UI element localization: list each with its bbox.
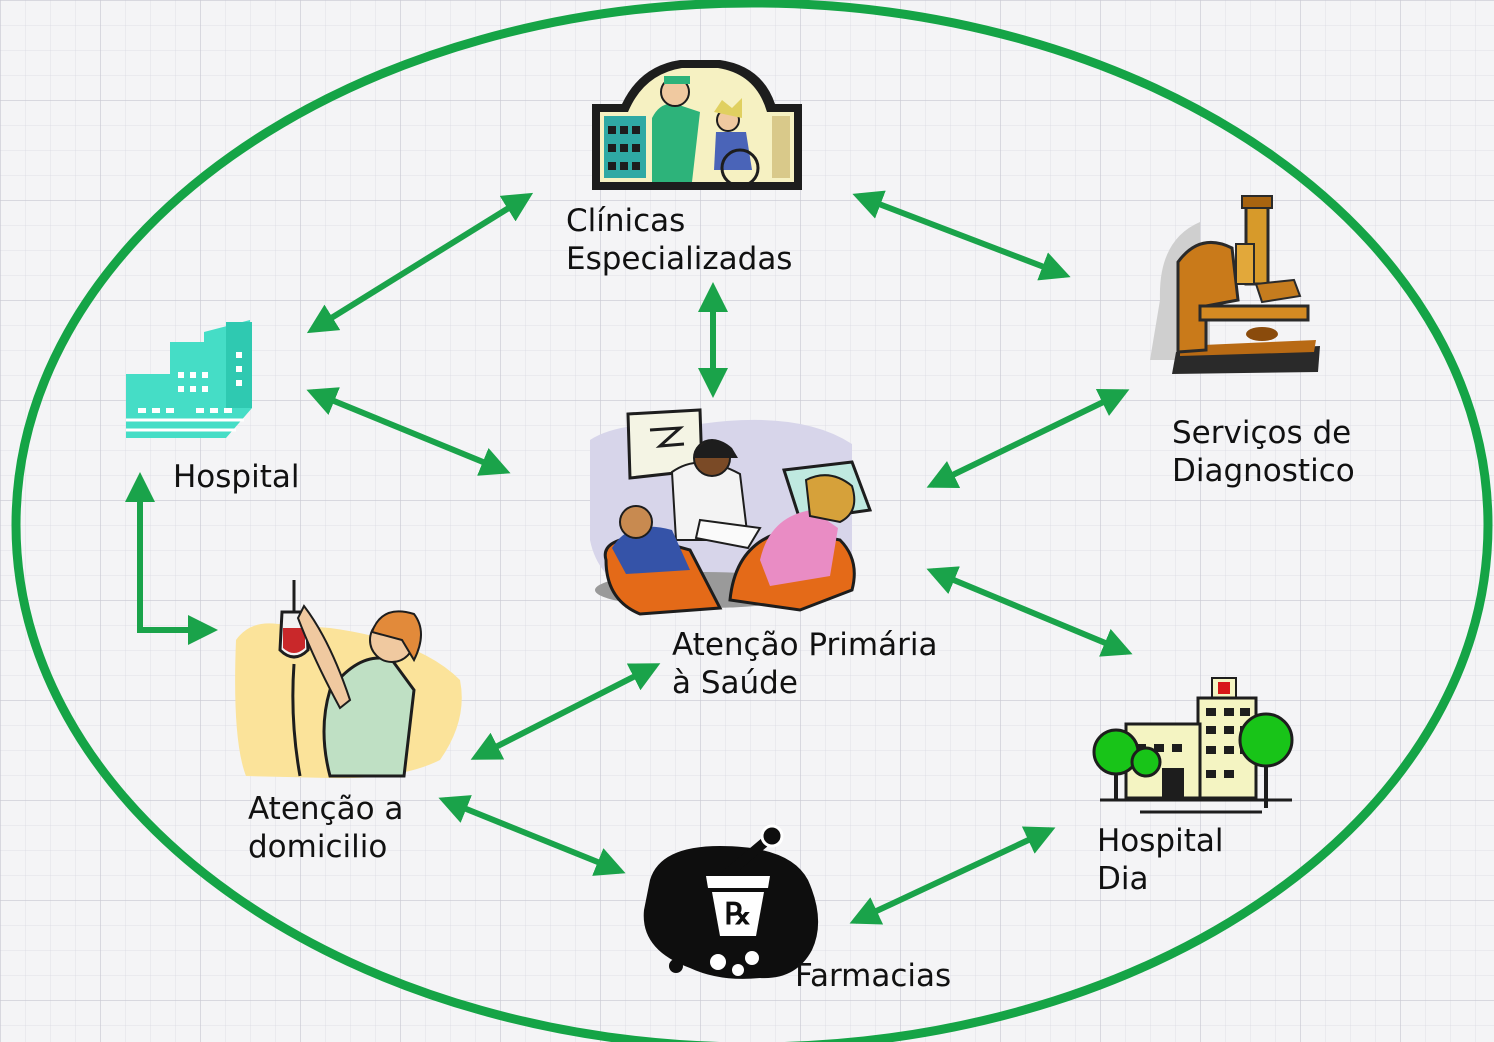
arrow-domicilio-farmacias [438,795,626,876]
arrow-aps-hospital-dia [926,566,1133,657]
arrow-hospital-aps [306,387,511,476]
hospital-label: Hospital [173,459,300,495]
microscope-icon [1150,195,1320,374]
hospital-trees-icon [1092,677,1294,814]
rx-mortar-icon: ℞ [643,824,819,979]
nurse-iv-drip-icon [235,580,462,779]
arrow-hospital-clinicas [306,192,534,334]
clinicas-label: Clínicas Especializadas [566,203,793,277]
hospital-building-icon [126,320,252,438]
doctor-wheelchair-icon [592,60,802,190]
aps-label: Atenção Primária à Saúde [672,627,938,701]
connection-arrows [125,190,1133,925]
arrow-clinicas-diagnostico [852,190,1071,281]
arrow-farmacias-hospital-dia [849,826,1056,925]
farmacias-label: Farmacias [795,958,952,994]
hospital-dia-label: Hospital Dia [1097,823,1224,897]
svg-text:℞: ℞ [725,897,752,932]
arrow-domicilio-aps [470,663,661,760]
arrow-hospital-domicilio [125,472,218,645]
consultation-icon [590,408,873,616]
arrow-diagnostico-aps [926,388,1130,489]
network-boundary [11,0,1493,1042]
diagnostico-label: Serviços de Diagnostico [1172,415,1355,489]
domicilio-label: Atenção a domicilio [248,791,404,865]
